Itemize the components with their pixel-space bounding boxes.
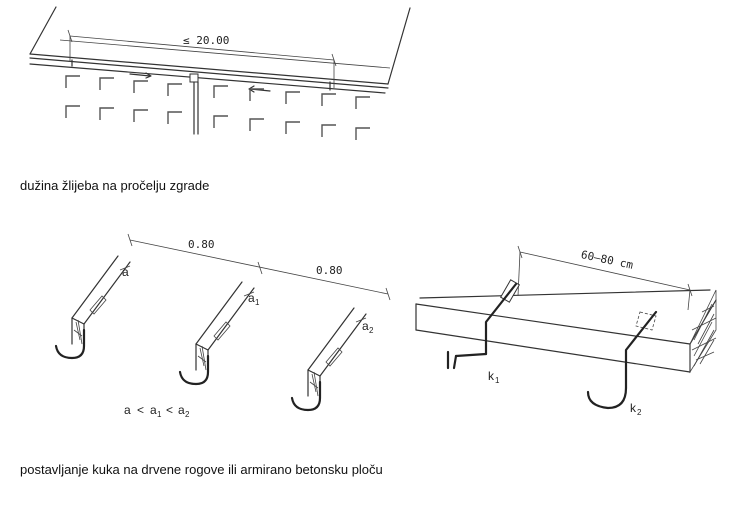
hook-3-label-subscript: 2 <box>369 326 374 335</box>
svg-text:a: a <box>178 403 185 417</box>
hook-k1-label: k <box>488 369 495 383</box>
svg-text:2: 2 <box>185 410 190 419</box>
slab-dimension-label: 60–80 cm <box>580 248 635 272</box>
hook-1: a <box>54 255 131 360</box>
length-dimension-line <box>69 35 335 61</box>
slab-bottom-front-edge <box>415 329 691 373</box>
spacing-dimension-line <box>129 239 389 295</box>
svg-text:<: < <box>137 403 144 417</box>
hooks-caption: postavljanje kuka na drvene rogove ili a… <box>20 462 383 477</box>
hook-3-label: a <box>362 319 369 333</box>
facade-windows <box>65 75 370 140</box>
svg-text:a: a <box>150 403 157 417</box>
rafter-hooks-figure: 0.80 0.80 a a 1 <box>54 233 391 419</box>
svg-text:1: 1 <box>157 410 162 419</box>
hook-k2-label: k <box>630 401 637 415</box>
slab-top-front-edge <box>415 303 691 345</box>
svg-text:a: a <box>124 403 131 417</box>
hook-1-label: a <box>122 265 129 279</box>
hook-2-label-subscript: 1 <box>255 298 260 307</box>
spacing-label-2: 0.80 <box>316 264 343 277</box>
svg-text:<: < <box>166 403 173 417</box>
facade-caption: dužina žlijeba na pročelju zgrade <box>20 178 210 193</box>
hook-2: a 1 <box>178 281 260 386</box>
slab-hooks-figure: 60–80 cm k 1 k 2 <box>415 245 717 417</box>
hook-k1: k 1 <box>446 279 521 385</box>
hook-k2: k 2 <box>586 310 658 417</box>
hook-3: a 2 <box>290 307 374 412</box>
hook-k1-label-subscript: 1 <box>495 376 500 385</box>
hook-2-label: a <box>248 291 255 305</box>
spacing-relation: a < a 1 < a 2 <box>124 403 190 419</box>
slab-dimension-line <box>519 251 691 291</box>
facade-gutter-figure: ≤ 20.00 <box>29 6 411 140</box>
hook-k2-label-subscript: 2 <box>637 408 642 417</box>
spacing-label-1: 0.80 <box>188 238 215 251</box>
length-dimension-label: ≤ 20.00 <box>183 34 229 47</box>
